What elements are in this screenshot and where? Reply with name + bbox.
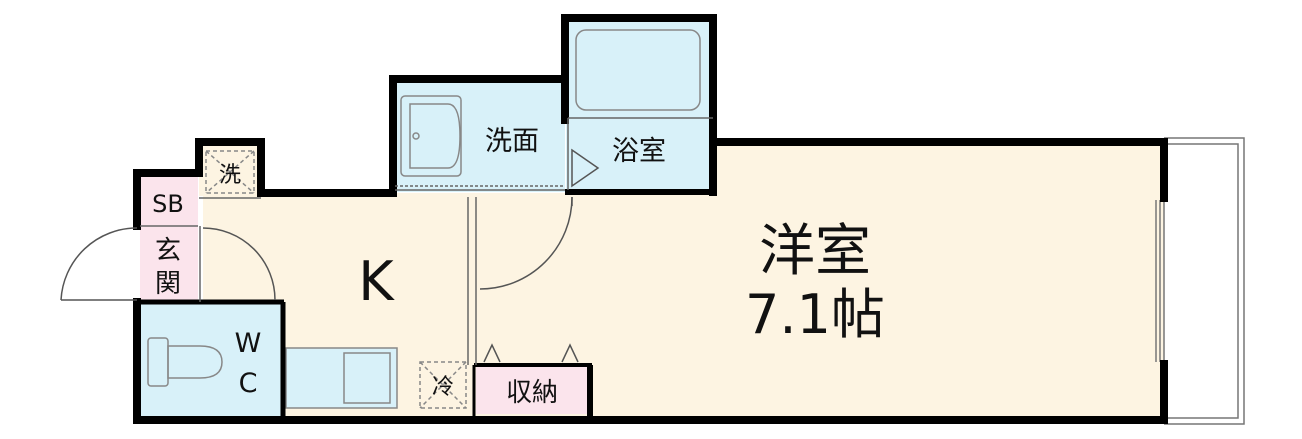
laundry-floor xyxy=(199,144,261,196)
washroom-label: 洗面 xyxy=(485,126,539,157)
shoe-box-floor xyxy=(140,174,198,226)
walls xyxy=(133,14,1168,424)
toilet-label-1: W xyxy=(235,328,262,359)
fridge-space-label: 冷 xyxy=(432,375,454,400)
bathtub xyxy=(575,29,701,111)
sink-basin xyxy=(343,352,391,404)
entrance-label-1: 玄 xyxy=(155,236,181,266)
toilet-floor xyxy=(140,304,282,418)
bathroom-label: 浴室 xyxy=(612,136,666,167)
wash-basin xyxy=(400,95,462,177)
storage-floor xyxy=(476,366,588,414)
toilet-fixture xyxy=(147,337,223,387)
laundry-space-label: 洗 xyxy=(219,163,241,188)
entrance-floor xyxy=(140,226,198,302)
fridge-space-box xyxy=(419,361,467,409)
washroom-floor xyxy=(393,82,565,192)
laundry-space-box xyxy=(205,150,255,194)
kitchen-label: K xyxy=(358,250,395,313)
entrance-label-2: 関 xyxy=(155,269,181,299)
storage-label: 収納 xyxy=(506,378,558,408)
thin-partitions xyxy=(140,117,713,365)
western-room-name: 洋室 xyxy=(759,219,871,284)
toilet-label-2: C xyxy=(239,368,258,399)
western-room-size: 7.1帖 xyxy=(745,283,885,346)
doors xyxy=(60,148,600,363)
balcony xyxy=(1155,137,1245,425)
shoe-box-label: SB xyxy=(152,190,184,218)
kitchen-counter xyxy=(285,347,398,409)
